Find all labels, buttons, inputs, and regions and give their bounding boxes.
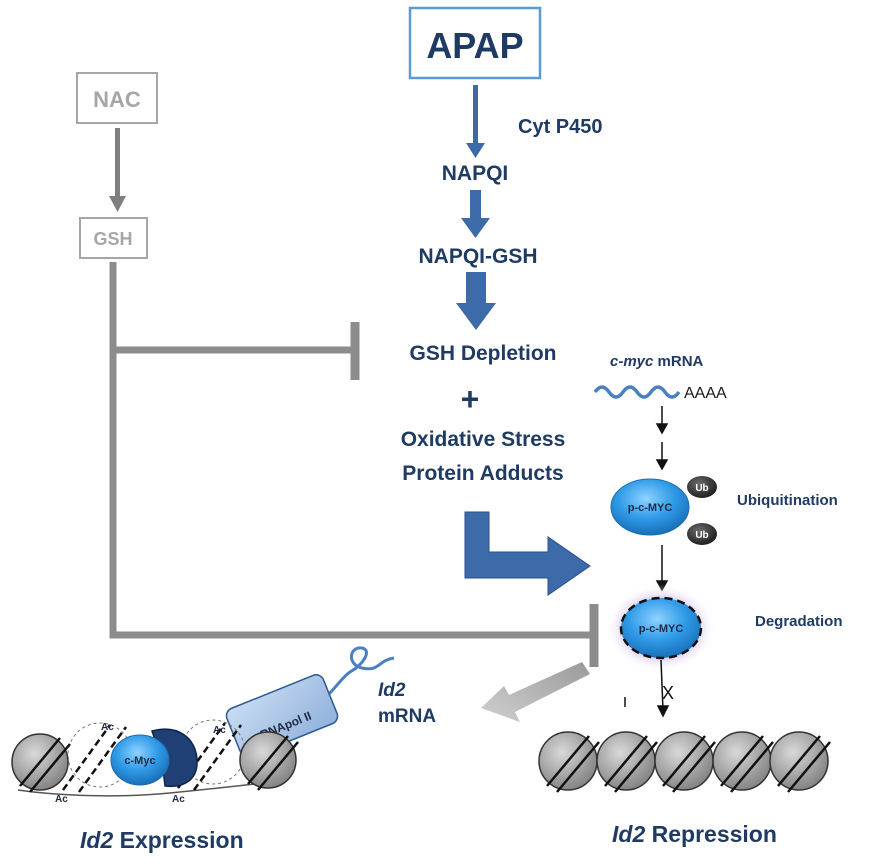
oxidative-stress-label: Oxidative Stress — [401, 428, 566, 451]
ac-label: Ac — [55, 794, 68, 805]
degraded-label: p-c-MYC — [639, 623, 684, 635]
arrow-nac-to-gsh — [109, 128, 126, 212]
nac-box: NAC — [76, 72, 158, 124]
cyt-p450-label: Cyt P450 — [518, 116, 603, 138]
cmyc-mrna-label: c-myc mRNA — [610, 353, 704, 370]
nucleosome — [11, 733, 71, 793]
arrow-napqi-to-conjugate — [461, 190, 490, 238]
ub-top: Ub — [687, 476, 717, 498]
bent-arrow-to-myc — [464, 511, 591, 596]
ubiquitination-label: Ubiquitination — [737, 492, 838, 509]
arrow-mrna-to-protein — [655, 406, 669, 471]
expression-chromatin: RNApol II Ac Ac Ac Ac c-Myc — [11, 674, 339, 805]
inhibition-lines — [109, 262, 599, 667]
p-c-myc-protein: p-c-MYC — [610, 478, 690, 536]
arrow-to-degradation — [655, 545, 669, 592]
id2-repression-title: Id2 Repression — [612, 821, 777, 847]
apap-label: APAP — [426, 25, 523, 66]
ac-label: Ac — [172, 794, 185, 805]
ub-bottom: Ub — [687, 523, 717, 545]
blocked-arrow — [624, 659, 670, 718]
degraded-p-c-myc: p-c-MYC — [606, 584, 716, 672]
svg-text:Ub: Ub — [695, 530, 708, 541]
nucleosome — [538, 731, 600, 793]
plus-sign: + — [461, 381, 480, 417]
ac-label: Ac — [213, 725, 226, 736]
id2-mrna-label: mRNA — [378, 706, 436, 727]
grey-arrow-to-id2 — [481, 662, 590, 722]
protein-adducts-label: Protein Adducts — [402, 462, 563, 485]
gsh-depletion-label: GSH Depletion — [409, 342, 556, 365]
nac-label: NAC — [93, 87, 141, 112]
p-c-myc-label: p-c-MYC — [628, 502, 673, 514]
gsh-box: GSH — [79, 217, 148, 259]
id2-expression-title: Id2 Expression — [80, 827, 244, 853]
ac-label: Ac — [101, 722, 114, 733]
apap-box: APAP — [408, 6, 542, 80]
c-myc-bound-label: c-Myc — [124, 755, 155, 767]
svg-text:Ub: Ub — [695, 483, 708, 494]
napqi-gsh-label: NAPQI-GSH — [418, 245, 537, 268]
repression-chromatin — [538, 731, 831, 793]
nucleosome — [596, 731, 658, 793]
degradation-label: Degradation — [755, 613, 843, 630]
nucleosome — [654, 731, 716, 793]
id2-mrna-italic: Id2 — [378, 680, 406, 701]
cmyc-mrna-wave — [593, 385, 681, 399]
arrow-conjugate-to-depletion — [456, 272, 496, 330]
nucleosome — [712, 731, 774, 793]
gsh-box-label: GSH — [93, 229, 132, 249]
napqi-label: NAPQI — [442, 162, 509, 185]
nucleosome — [239, 731, 299, 791]
polya-tail: AAAA — [684, 385, 727, 402]
arrow-apap-to-napqi — [466, 85, 485, 158]
nucleosome — [769, 731, 831, 793]
id2-mrna-strand — [309, 646, 395, 708]
block-x: X — [662, 683, 674, 703]
